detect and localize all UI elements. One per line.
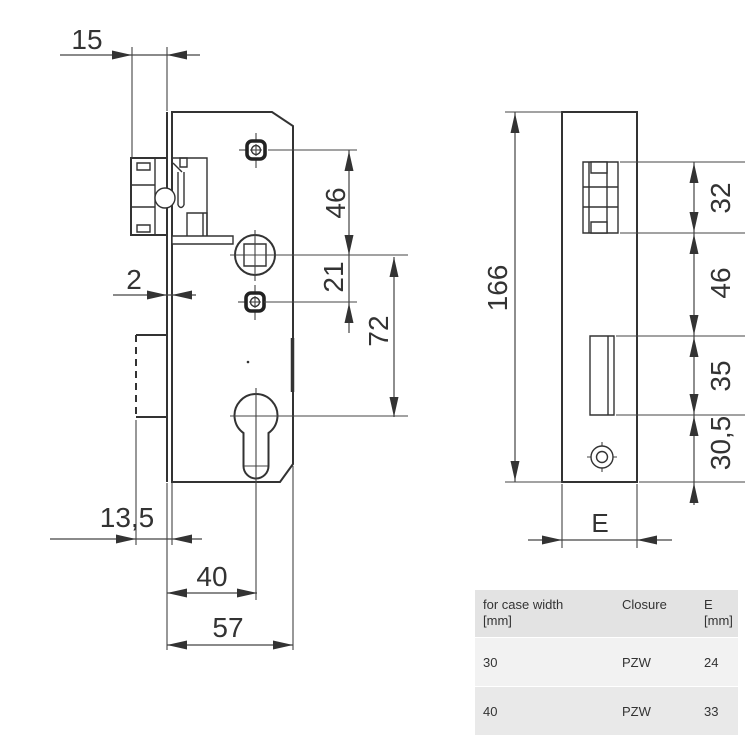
dimension-case-depth-57: 57 (167, 466, 293, 650)
table-row: 30 PZW 24 (475, 638, 738, 686)
cell-closure: PZW (622, 703, 651, 719)
dimension-46-21: 46 21 (230, 150, 408, 333)
dim-label-30-5: 30,5 (705, 416, 736, 471)
header-e-title: E (704, 597, 713, 612)
dim-label-32: 32 (705, 182, 736, 213)
dimension-height-166: 166 (482, 112, 562, 482)
fixing-screw-target (587, 442, 617, 472)
cell-case-width: 30 (483, 654, 498, 670)
dim-label-13-5: 13,5 (100, 502, 155, 533)
dim-label-35: 35 (705, 360, 736, 391)
spec-table: for case width [mm] Closure E [mm] 30 PZ… (475, 590, 738, 735)
cell-e: 24 (704, 654, 719, 670)
deadbolt-front (136, 335, 167, 417)
latch-bolt-side (583, 162, 618, 233)
dimension-faceplate-thickness: 2 (113, 264, 196, 300)
dim-label-15: 15 (71, 24, 102, 55)
dimension-faceplate-width: 15 (60, 24, 200, 157)
spec-table-header: for case width [mm] Closure E [mm] (475, 590, 738, 637)
front-view-dimensions: 15 2 46 21 72 (50, 24, 408, 650)
dimension-right-stack: 32 46 35 30,5 (616, 162, 745, 505)
side-view-dimensions: 166 32 46 35 30,5 (482, 112, 745, 548)
side-view (562, 112, 637, 482)
dim-label-21: 21 (318, 261, 349, 292)
dim-label-46-front: 46 (320, 187, 351, 218)
deadbolt-side (590, 336, 614, 415)
rivet-dot (246, 360, 250, 364)
header-closure: Closure (614, 590, 696, 637)
dim-label-72: 72 (363, 315, 394, 346)
cell-e: 33 (704, 703, 719, 719)
header-case-width-title: for case width (483, 597, 564, 612)
header-case-width-unit: [mm] (483, 612, 512, 628)
dimension-e: E (528, 484, 672, 548)
header-case-width: for case width [mm] (475, 590, 614, 637)
header-closure-title: Closure (622, 597, 667, 612)
table-row: 40 PZW 33 (475, 687, 738, 735)
latch-roller-circle (155, 188, 175, 208)
lower-screw-post (238, 285, 264, 320)
dim-label-46-side: 46 (705, 267, 736, 298)
header-e-unit: [mm] (704, 612, 733, 628)
dim-label-166: 166 (482, 265, 513, 312)
dimension-72: 72 (230, 257, 408, 417)
cell-closure: PZW (622, 654, 651, 670)
dimension-13-5: 13,5 (50, 420, 202, 545)
lock-mechanism (172, 158, 233, 244)
dim-label-40: 40 (196, 561, 227, 592)
dim-label-57: 57 (212, 612, 243, 643)
dim-label-e: E (591, 508, 608, 538)
header-e: E [mm] (696, 590, 738, 637)
dim-label-2: 2 (126, 264, 142, 295)
top-screw-post (239, 133, 265, 168)
cell-case-width: 40 (483, 703, 498, 719)
side-view-body (562, 112, 637, 482)
dimension-backset-40: 40 (167, 388, 257, 650)
